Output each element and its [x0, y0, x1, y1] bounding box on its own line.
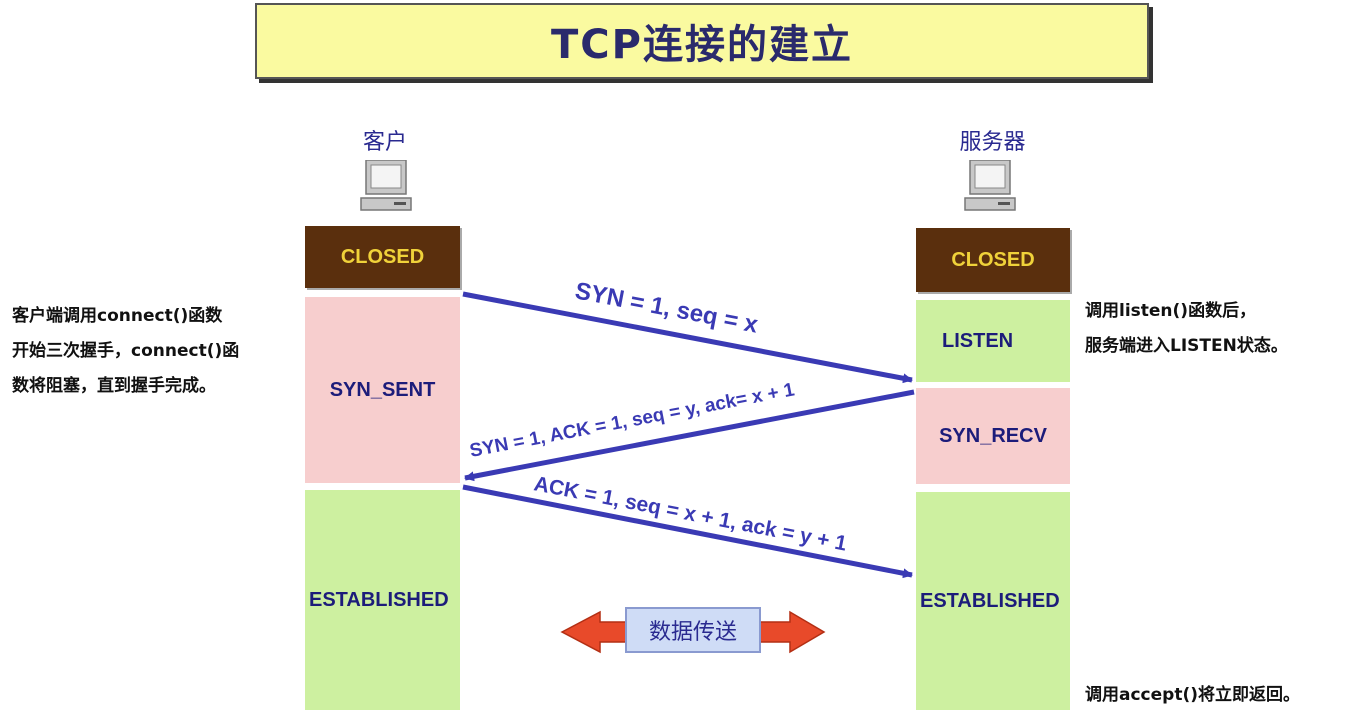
client-note: 客户端调用connect()函数 开始三次握手，connect()函 数将阻塞，…: [12, 299, 239, 404]
server-listen-note-line: 服务端进入LISTEN状态。: [1085, 336, 1288, 356]
client-state-syn-sent: SYN_SENT: [305, 297, 460, 483]
syn-message-label: SYN = 1, seq = x: [573, 277, 761, 338]
server-accept-note: 调用accept()将立即返回。: [1085, 685, 1300, 705]
client-note-line: 数将阻塞，直到握手完成。: [12, 376, 216, 396]
server-computer-icon: [964, 160, 1016, 211]
ack-message-label: ACK = 1, seq = x + 1, ack = y + 1: [532, 472, 849, 555]
server-state-listen: LISTEN: [916, 300, 1070, 382]
server-listen-note: 调用listen()函数后， 服务端进入LISTEN状态。: [1085, 294, 1288, 364]
server-label: 服务器: [959, 130, 1026, 155]
client-state-established: ESTABLISHED: [305, 490, 460, 710]
title-banner: TCP连接的建立: [255, 3, 1149, 79]
ack-arrow: [462, 484, 913, 579]
syn-ack-message-label: SYN = 1, ACK = 1, seq = y, ack= x + 1: [468, 379, 797, 462]
data-transfer-label: 数据传送: [625, 607, 761, 653]
syn-ack-arrow: [464, 389, 915, 482]
client-computer-icon: [360, 160, 412, 211]
syn-arrow: [462, 291, 913, 384]
page-title: TCP连接的建立: [551, 22, 853, 68]
server-state-closed: CLOSED: [916, 228, 1070, 292]
client-note-line: 开始三次握手，connect()函: [12, 341, 240, 361]
server-state-syn-recv: SYN_RECV: [916, 388, 1070, 484]
server-listen-note-line: 调用listen()函数后，: [1085, 301, 1257, 321]
client-label: 客户: [362, 130, 407, 155]
server-state-established: ESTABLISHED: [916, 492, 1070, 710]
client-state-closed: CLOSED: [305, 226, 460, 288]
client-note-line: 客户端调用connect()函数: [12, 306, 223, 326]
